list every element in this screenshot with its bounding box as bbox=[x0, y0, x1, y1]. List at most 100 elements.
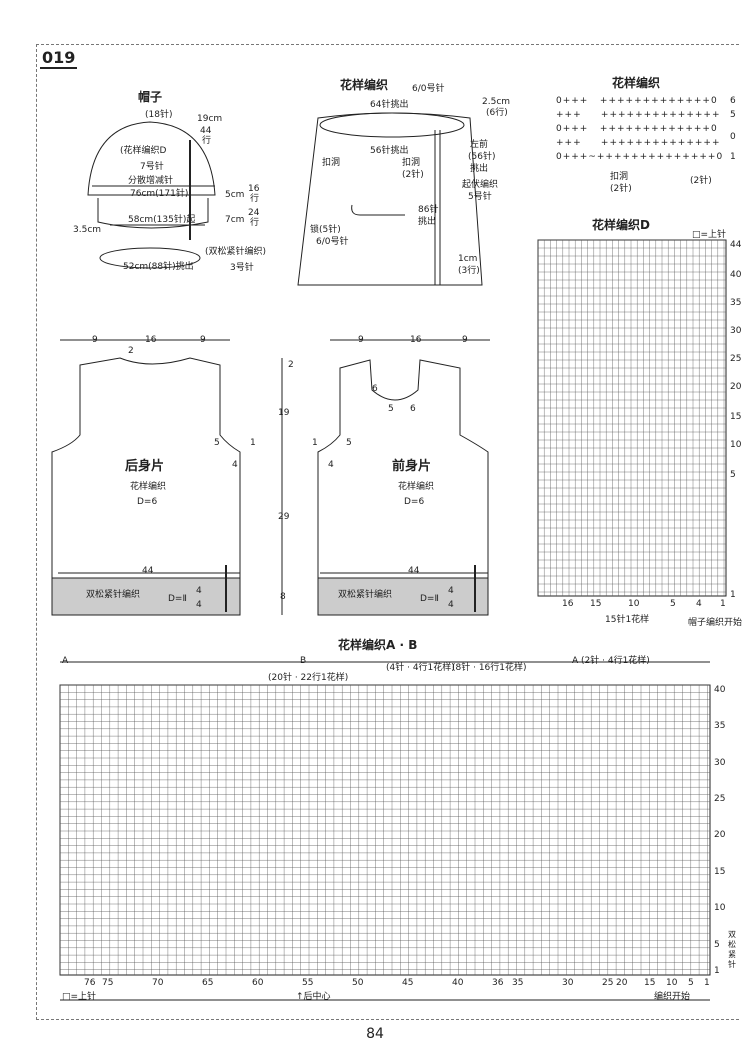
small-pattern-row1: 0+++ +++++++++++++0 bbox=[556, 96, 718, 106]
hat-row44: 44 bbox=[200, 126, 212, 136]
hat-needle2: 3号针 bbox=[230, 263, 254, 273]
hat-row24: 24 bbox=[248, 208, 260, 218]
chart-ab-col-30: 30 bbox=[562, 978, 574, 988]
chart-ab-title: 花样编织A · B bbox=[338, 638, 418, 652]
front-outline bbox=[317, 359, 489, 616]
chart-d-col-15: 15 bbox=[590, 599, 602, 609]
hat-band bbox=[97, 198, 209, 229]
hat-decrease: 分散增减针 bbox=[128, 176, 174, 186]
collar-left-front-pick: 挑出 bbox=[470, 164, 489, 174]
chart-d-repeat: 15针1花样 bbox=[605, 615, 650, 625]
chart-ab-col-65: 65 bbox=[202, 978, 214, 988]
chart-d-start: 帽子编织开始 bbox=[688, 618, 743, 628]
collar-ridge: 起伏编织 bbox=[462, 180, 499, 190]
small-pattern-row3: 0+++ +++++++++++++0 bbox=[556, 124, 718, 134]
chart-d-row-1: 1 bbox=[730, 590, 736, 600]
chart-ab-seg-a-right: A (2针 · 4行1花样) bbox=[572, 656, 650, 666]
chart-ab-col-1: 1 bbox=[704, 978, 710, 988]
chart-ab-rep20: (20针 · 22行1花样) bbox=[268, 673, 349, 683]
chart-ab-rib-side: 双松紧针 bbox=[728, 930, 736, 969]
front-title: 前身片 bbox=[392, 459, 432, 474]
front-rib-label: 双松紧针编织 bbox=[338, 590, 393, 600]
chart-d-grid bbox=[537, 239, 727, 597]
chart-ab-col-45: 45 bbox=[402, 978, 414, 988]
chart-ab-col-40: 40 bbox=[452, 978, 464, 988]
back-f4b: 4 bbox=[196, 600, 202, 610]
collar-pick56: 56针挑出 bbox=[370, 146, 409, 156]
collar-pick64: 64针挑出 bbox=[370, 100, 409, 110]
chart-d-col-4: 4 bbox=[696, 599, 702, 609]
chart-d-col-10: 10 bbox=[628, 599, 640, 609]
chart-d-row-10: 10 bbox=[730, 440, 742, 450]
small-row-0: 0 bbox=[730, 132, 736, 142]
chart-ab-col-75: 75 bbox=[102, 978, 114, 988]
front-w44: 44 bbox=[408, 566, 420, 576]
hat-brim bbox=[99, 247, 201, 269]
front-w1: 1 bbox=[312, 438, 318, 448]
chart-ab-col-25: 25 bbox=[602, 978, 614, 988]
hat-crown bbox=[87, 121, 216, 196]
height-29: 29 bbox=[278, 512, 290, 522]
hat-row16: 16 bbox=[248, 184, 260, 194]
collar-1cm: 1cm bbox=[458, 254, 478, 264]
chart-grid-lines bbox=[59, 239, 726, 975]
chart-ab-row-40: 40 bbox=[714, 685, 726, 695]
small-buttonhole: 扣洞 bbox=[610, 172, 629, 182]
hat-76cm: 76cm(171针) bbox=[130, 189, 189, 199]
chart-d-row-5: 5 bbox=[730, 470, 736, 480]
chart-d-row-30: 30 bbox=[730, 326, 742, 336]
back-w1: 1 bbox=[250, 438, 256, 448]
front-w9b: 9 bbox=[462, 335, 468, 345]
chart-ab-col-35: 35 bbox=[512, 978, 524, 988]
chart-ab-row-35: 35 bbox=[714, 721, 726, 731]
back-d2: D=Ⅱ bbox=[168, 594, 187, 604]
hat-title: 帽子 bbox=[138, 90, 163, 104]
collar-lock-needle: 6/0号针 bbox=[316, 237, 349, 247]
chart-d-row-15: 15 bbox=[730, 412, 742, 422]
height-19: 19 bbox=[278, 408, 290, 418]
chart-ab-col-36: 36 bbox=[492, 978, 504, 988]
small-row-6: 6 bbox=[730, 96, 736, 106]
back-w9b: 9 bbox=[200, 335, 206, 345]
back-outline bbox=[51, 357, 241, 616]
back-w16: 16 bbox=[145, 335, 157, 345]
chart-ab-row-30: 30 bbox=[714, 758, 726, 768]
hat-rib: (双松紧针编织) bbox=[205, 247, 267, 257]
chart-ab-row-5: 5 bbox=[714, 940, 720, 950]
chart-ab-row-1: 1 bbox=[714, 966, 720, 976]
page-number: 84 bbox=[366, 1026, 384, 1042]
button-loop bbox=[351, 204, 405, 216]
back-sub: 花样编织 bbox=[130, 482, 167, 492]
back-rib bbox=[51, 577, 241, 616]
small-row-1: 1 bbox=[730, 152, 736, 162]
chart-d-row-35: 35 bbox=[730, 298, 742, 308]
collar-needle: 6/0号针 bbox=[412, 84, 445, 94]
chart-d-col-1: 1 bbox=[720, 599, 726, 609]
chart-d-row-25: 25 bbox=[730, 354, 742, 364]
hat-row44b: 行 bbox=[202, 136, 212, 146]
hat-35cm: 3.5cm bbox=[73, 225, 102, 235]
chart-ab-row-10: 10 bbox=[714, 903, 726, 913]
hat-5cm: 5cm bbox=[225, 190, 245, 200]
back-w5: 5 bbox=[214, 438, 220, 448]
front-w6b: 6 bbox=[410, 404, 416, 414]
collar-25cm: 2.5cm bbox=[482, 97, 511, 107]
back-f4a: 4 bbox=[196, 586, 202, 596]
collar-buttonhole: 扣洞 bbox=[322, 158, 341, 168]
front-w5: 5 bbox=[346, 438, 352, 448]
back-rib-label: 双松紧针编织 bbox=[86, 590, 141, 600]
chart-ab-col-15: 15 bbox=[644, 978, 656, 988]
front-sub: 花样编织 bbox=[398, 482, 435, 492]
chart-ab-col-50: 50 bbox=[352, 978, 364, 988]
chart-ab-col-60: 60 bbox=[252, 978, 264, 988]
chart-d-row-44: 44 bbox=[730, 240, 742, 250]
hat-stitches: (18针) bbox=[145, 110, 173, 120]
chart-ab-legend: □=上针 bbox=[62, 992, 97, 1002]
chart-ab-col-55: 55 bbox=[302, 978, 314, 988]
small-st2b: (2针) bbox=[690, 176, 712, 186]
chart-ab-start: 编织开始 bbox=[654, 992, 691, 1002]
collar-body bbox=[297, 112, 483, 286]
chart-d-title: 花样编织D bbox=[592, 218, 650, 232]
chart-ab-grid bbox=[59, 684, 711, 976]
